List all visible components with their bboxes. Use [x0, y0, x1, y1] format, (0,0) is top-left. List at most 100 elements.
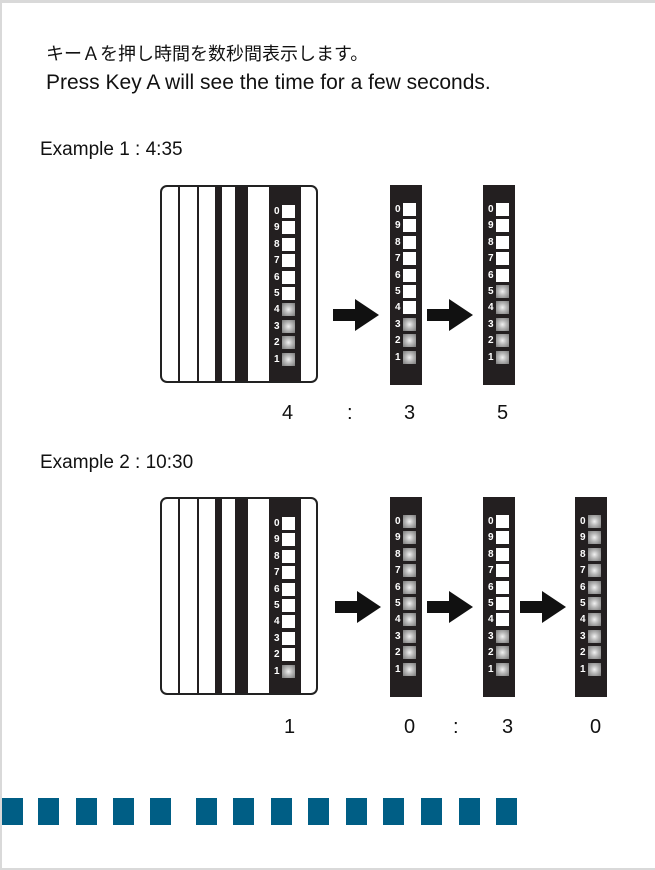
led-row: 2 [575, 646, 607, 660]
readout-digit: 3 [502, 716, 514, 738]
led-row: 2 [390, 334, 422, 348]
decorative-square [271, 798, 292, 825]
led-digit-label: 7 [274, 567, 280, 579]
led-digit-label: 2 [274, 337, 280, 349]
led-lit [282, 664, 295, 678]
led-digit-label: 4 [274, 304, 280, 316]
led-off [496, 515, 509, 528]
led-digit-label: 5 [488, 286, 494, 297]
led-lit [282, 319, 295, 333]
led-digit-label: 9 [274, 222, 280, 234]
led-digit-label: 7 [488, 565, 494, 577]
led-digit-label: 7 [274, 255, 280, 267]
led-row: 5 [269, 599, 301, 613]
led-digit-label: 6 [395, 581, 401, 593]
led-off [282, 237, 295, 251]
led-digit-label: 8 [488, 548, 494, 560]
led-lit [403, 564, 416, 578]
led-digit-label: 3 [274, 320, 280, 332]
led-digit-label: 9 [395, 532, 401, 544]
decorative-square [76, 798, 97, 825]
led-off [282, 533, 295, 547]
led-row: 7 [575, 564, 607, 578]
led-row: 6 [269, 270, 301, 285]
led-row: 3 [269, 631, 301, 646]
led-row: 8 [483, 235, 515, 250]
decorative-square [308, 798, 329, 825]
led-lit [403, 531, 416, 545]
device-stripe [235, 187, 248, 381]
led-row: 1 [483, 662, 515, 677]
led-digit-label: 1 [274, 353, 280, 365]
led-row: 4 [269, 303, 301, 317]
led-digit-label: 0 [488, 204, 494, 215]
led-lit [588, 613, 601, 627]
led-row: 3 [575, 629, 607, 644]
led-digit-label: 9 [488, 532, 494, 544]
led-lit [403, 597, 416, 610]
readout-digit: 4 [282, 402, 294, 424]
led-off [282, 549, 295, 563]
led-row: 0 [483, 203, 515, 217]
arrow-right-icon [427, 299, 475, 331]
led-row: 3 [390, 629, 422, 644]
led-digit-label: 4 [488, 302, 494, 314]
readout-digit: 0 [404, 716, 416, 738]
led-digit-label: 0 [395, 204, 401, 215]
decorative-square [383, 798, 404, 825]
led-digit-label: 9 [580, 532, 586, 544]
led-row: 7 [390, 564, 422, 578]
led-lit [496, 317, 509, 331]
led-off [496, 564, 509, 578]
led-row: 2 [483, 646, 515, 660]
led-row: 0 [390, 515, 422, 529]
led-row: 4 [390, 613, 422, 627]
led-off [496, 580, 509, 594]
led-row: 7 [269, 254, 301, 268]
led-row: 5 [575, 597, 607, 611]
led-row: 6 [575, 580, 607, 595]
led-off [403, 219, 416, 233]
led-row: 9 [483, 219, 515, 233]
led-row: 8 [390, 547, 422, 562]
led-off [282, 270, 295, 284]
led-row: 7 [483, 252, 515, 266]
led-row: 1 [483, 350, 515, 365]
led-digit-label: 5 [395, 598, 401, 609]
led-digit-label: 2 [274, 649, 280, 661]
led-off [282, 631, 295, 645]
page-border-top [0, 0, 655, 3]
led-digit-label: 2 [395, 647, 401, 659]
led-lit [588, 531, 601, 545]
device-stripe [197, 187, 199, 381]
led-digit-label: 0 [580, 516, 586, 527]
led-off [403, 301, 416, 315]
led-row: 0 [269, 517, 301, 531]
led-row: 6 [390, 580, 422, 595]
led-off [282, 287, 295, 300]
led-digit-label: 8 [395, 548, 401, 560]
decorative-square [346, 798, 367, 825]
led-digit-label: 9 [274, 534, 280, 546]
led-digit-label: 3 [580, 630, 586, 642]
led-lit [588, 564, 601, 578]
led-digit-label: 7 [580, 565, 586, 577]
led-digit-label: 8 [274, 550, 280, 562]
led-digit-label: 6 [580, 581, 586, 593]
led-lit [588, 597, 601, 610]
led-digit-label: 5 [580, 598, 586, 609]
led-row: 5 [390, 285, 422, 299]
page-border-left [0, 0, 2, 870]
led-row: 9 [269, 221, 301, 235]
led-lit [403, 629, 416, 643]
arrow-right-icon [520, 591, 568, 623]
led-row: 0 [483, 515, 515, 529]
led-lit [588, 662, 601, 676]
led-digit-label: 6 [488, 581, 494, 593]
led-lit [403, 547, 416, 561]
led-off [282, 254, 295, 268]
led-off [282, 517, 295, 530]
